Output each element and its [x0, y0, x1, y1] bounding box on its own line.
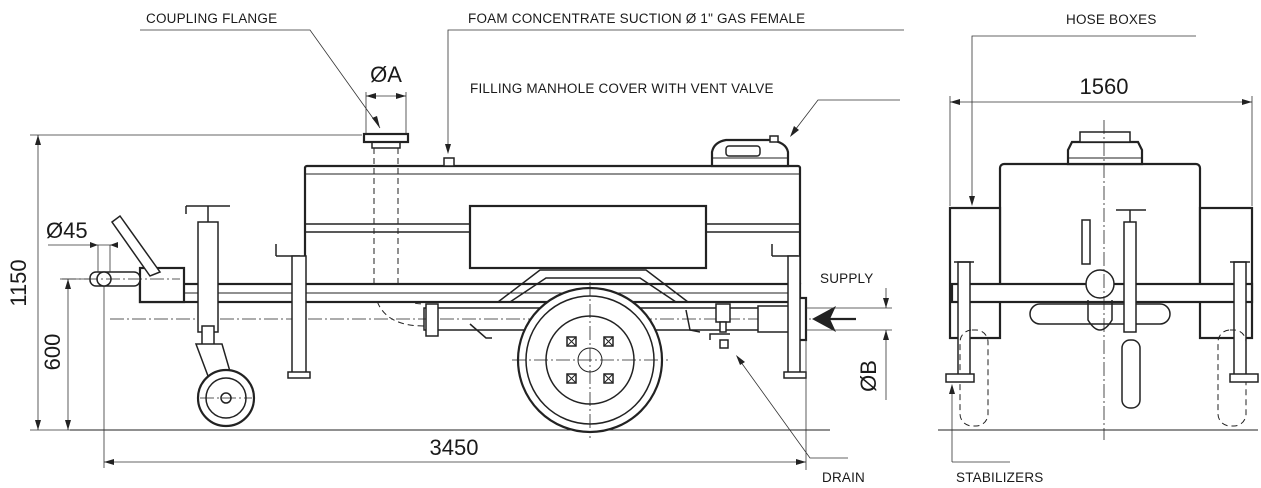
- dim-45-label: Ø45: [46, 218, 88, 243]
- dim-a-label: ØA: [370, 62, 402, 87]
- dim-1560: [949, 96, 1253, 206]
- jockey-wheel: [185, 205, 256, 428]
- front-stabilizer-right: [1233, 261, 1247, 379]
- leader-lines-side: [140, 29, 904, 459]
- tank-body: [303, 157, 802, 288]
- label-supply: SUPPLY: [820, 271, 873, 286]
- handbrake-lever: [110, 214, 162, 277]
- dim-3450-label: 3450: [430, 435, 479, 460]
- dim-1150: [30, 134, 362, 431]
- dim-b-label: ØB: [856, 360, 881, 392]
- side-view: 1150 600 Ø45 ØA: [6, 11, 904, 485]
- filling-manhole-cover: [710, 135, 790, 168]
- label-foam-suction: FOAM CONCENTRATE SUCTION Ø 1" GAS FEMALE: [468, 11, 805, 26]
- vent-valve: [769, 135, 779, 143]
- label-coupling-flange: COUPLING FLANGE: [146, 11, 277, 26]
- front-stabilizer-left: [957, 261, 971, 379]
- stabilizer-legs: [275, 244, 807, 379]
- dim-45: [48, 242, 118, 468]
- drain-valve: [709, 321, 730, 349]
- label-hose-boxes: HOSE BOXES: [1066, 12, 1157, 27]
- label-stabilizers: STABILIZERS: [956, 470, 1043, 485]
- label-filling-manhole: FILLING MANHOLE COVER WITH VENT VALVE: [470, 81, 774, 96]
- coupling-flange: [362, 132, 425, 327]
- front-manhole: [1066, 140, 1144, 166]
- front-wheel-right: [1217, 329, 1247, 427]
- hose-box: [468, 204, 708, 270]
- chassis-frame: [138, 282, 802, 304]
- dim-3450: [104, 340, 807, 470]
- dim-1150-label: 1150: [6, 259, 31, 306]
- label-drain: DRAIN: [822, 470, 865, 485]
- tow-coupling: [62, 214, 186, 304]
- dim-1560-label: 1560: [1080, 74, 1129, 99]
- dim-600: [60, 278, 90, 430]
- dim-a: [365, 92, 407, 134]
- dim-600-label: 600: [40, 334, 65, 371]
- front-view: 1560 HOSE BOXES STABILIZERS: [938, 12, 1259, 485]
- main-wheel: [512, 282, 668, 438]
- axle-frame: [469, 269, 701, 339]
- leader-lines-front: [949, 35, 1196, 463]
- dim-b: [806, 288, 892, 400]
- foam-suction-nipple: [443, 157, 455, 167]
